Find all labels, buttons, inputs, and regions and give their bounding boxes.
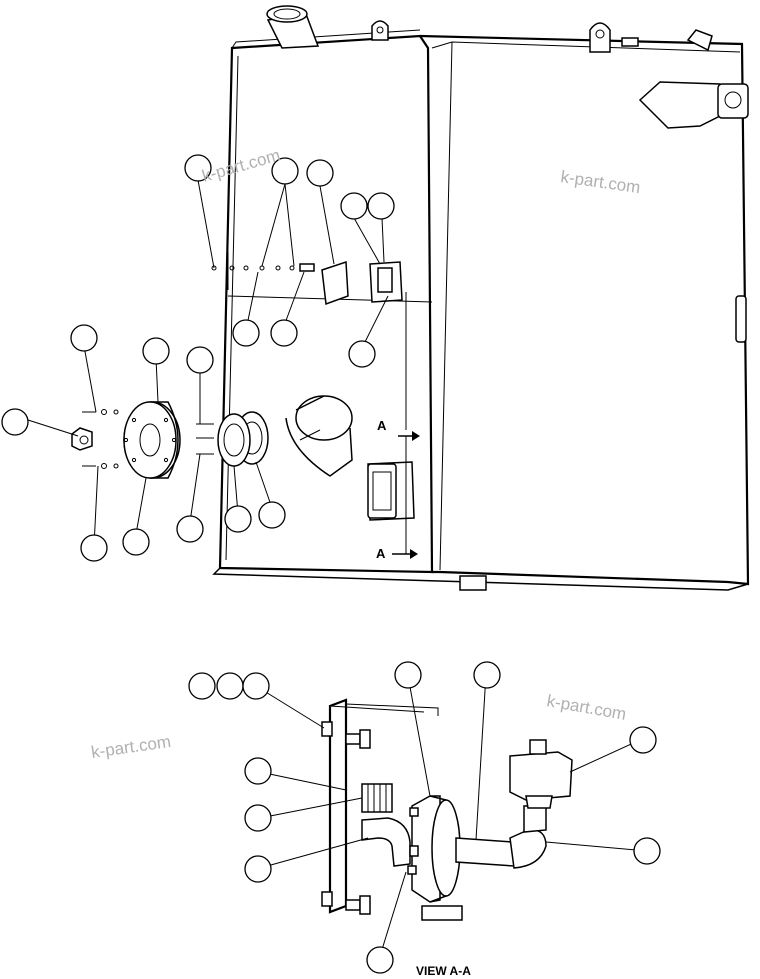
callout-circle: [232, 319, 260, 347]
right-elbow: [509, 829, 547, 869]
filler-neck: [266, 5, 320, 49]
level-gauge: [369, 261, 403, 303]
callout-circle: [348, 340, 376, 368]
flange: [123, 401, 181, 479]
cover-plate: [321, 260, 349, 306]
callout-circle: [176, 515, 204, 543]
callout-circle: [306, 159, 334, 187]
strainer: [285, 395, 353, 477]
mount-bolts: [321, 721, 371, 915]
leaders-top: [27, 179, 389, 547]
callout-circle: [258, 501, 286, 529]
flange-bolts: [82, 409, 119, 469]
callout-circle: [184, 154, 212, 182]
callout-circle: [224, 505, 252, 533]
lifting-lug-left: [371, 20, 389, 41]
side-bracket: [638, 81, 749, 129]
callout-circle: [188, 672, 216, 700]
filter-element: [361, 783, 393, 813]
callout-circle: [394, 661, 422, 689]
watermark: k-part.com: [545, 691, 627, 724]
section-label-top: A: [377, 418, 387, 433]
callout-circle: [142, 337, 170, 365]
watermark: k-part.com: [90, 732, 172, 762]
callout-circle: [629, 726, 657, 754]
callout-circle: [633, 837, 661, 865]
base-block: [459, 575, 487, 591]
callout-circle: [270, 319, 298, 347]
view-title: VIEW A-A: [416, 964, 471, 978]
view-a-a: VIEW A-A: [321, 698, 573, 978]
lower-stub: [421, 905, 463, 921]
inspection-cover: [367, 461, 415, 521]
callouts-bottom: [188, 661, 661, 974]
callout-circle: [186, 346, 214, 374]
callout-circle: [473, 661, 501, 689]
fitting: [71, 427, 93, 451]
screws: [196, 423, 214, 455]
callout-circle: [242, 672, 270, 700]
callout-circle: [366, 946, 394, 974]
callout-circle: [244, 757, 272, 785]
callout-circle: [122, 528, 150, 556]
section-marker-bottom: A: [376, 546, 418, 561]
nipple: [523, 805, 547, 833]
callout-circle: [367, 192, 395, 220]
top-fittings: [621, 29, 713, 52]
gasket-pair: [217, 411, 269, 467]
callout-circle: [216, 672, 244, 700]
callout-circle: [271, 157, 299, 185]
callout-circle: [244, 855, 272, 883]
callouts-top: [1, 154, 395, 562]
watermark: k-part.com: [559, 167, 641, 197]
side-handle: [735, 295, 747, 343]
callout-circle: [244, 804, 272, 832]
callout-circle: [80, 534, 108, 562]
lifting-lug-right: [589, 22, 611, 53]
section-marker-top: A: [377, 418, 420, 441]
outlet-pipe: [455, 837, 515, 867]
watermark: k-part.com: [200, 145, 282, 185]
callout-circle: [340, 192, 368, 220]
valve-flange: [407, 795, 461, 903]
pressure-switch: [509, 739, 573, 809]
tank-assembly: A A: [71, 5, 750, 591]
elbow-pipe: [361, 817, 411, 867]
callout-circle: [1, 408, 29, 436]
callout-circle: [70, 324, 98, 352]
section-label-bottom: A: [376, 546, 386, 561]
